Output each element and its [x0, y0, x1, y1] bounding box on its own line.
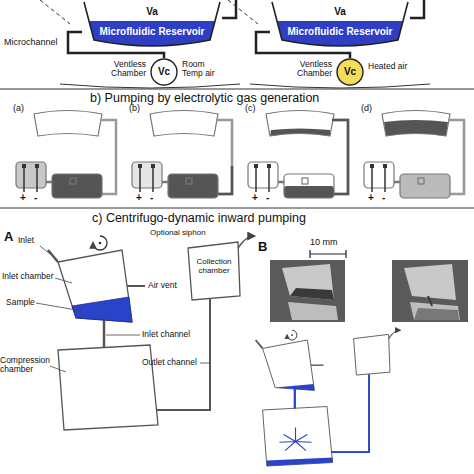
reservoir-label: Microfluidic Reservoir — [287, 26, 392, 38]
part-label: Outlet channel — [142, 358, 197, 367]
reservoir-shape: VaMicrofluidic Reservoir — [270, 2, 410, 50]
electrode-sign: + — [252, 192, 258, 203]
ventless-chamber-circle: Vc — [150, 58, 178, 86]
volume-symbol: Vc — [344, 66, 356, 78]
electrode-sign: - — [266, 192, 269, 203]
part-label: Air vent — [148, 281, 177, 290]
part-label: Inlet — [18, 236, 34, 245]
section-heading: b) Pumping by electrolytic gas generatio… — [90, 92, 319, 106]
panel-label: A — [4, 230, 13, 244]
part-label: Collection chamber — [190, 258, 238, 276]
panel-label: (a) — [13, 104, 24, 114]
part-label: Ventless Chamber — [100, 60, 146, 79]
electrode-sign: + — [20, 192, 26, 203]
part-label: Inlet chamber — [2, 272, 54, 281]
electrode-sign: - — [382, 192, 385, 203]
panel-label: (c) — [245, 104, 256, 114]
scale-label: 10 mm — [310, 238, 338, 248]
section-heading: c) Centrifugo-dynamic inward pumping — [92, 212, 306, 226]
part-label: Compression chamber — [0, 356, 52, 375]
electrode-sign: + — [368, 192, 374, 203]
reservoir-label: Microfluidic Reservoir — [99, 26, 204, 38]
panel-label: (d) — [361, 104, 372, 114]
electrode-sign: - — [150, 192, 153, 203]
panel-label: B — [258, 240, 267, 254]
electrode-sign: - — [34, 192, 37, 203]
reservoir-shape: VaMicrofluidic Reservoir — [82, 2, 222, 50]
part-label: Ventless Chamber — [286, 60, 332, 79]
panel-label: (b) — [129, 104, 140, 114]
volume-symbol: Va — [146, 6, 158, 18]
part-label: Optional siphon — [150, 229, 206, 238]
volume-symbol: Va — [334, 6, 346, 18]
part-label: Room Temp air — [182, 60, 226, 79]
part-label: Microchannel — [4, 38, 58, 48]
ventless-chamber-circle: Vc — [336, 58, 364, 86]
part-label: Heated air — [368, 62, 412, 71]
electrode-sign: + — [136, 192, 142, 203]
part-label: Sample — [6, 298, 35, 307]
part-label: Inlet channel — [142, 330, 190, 339]
volume-symbol: Vc — [158, 66, 170, 78]
